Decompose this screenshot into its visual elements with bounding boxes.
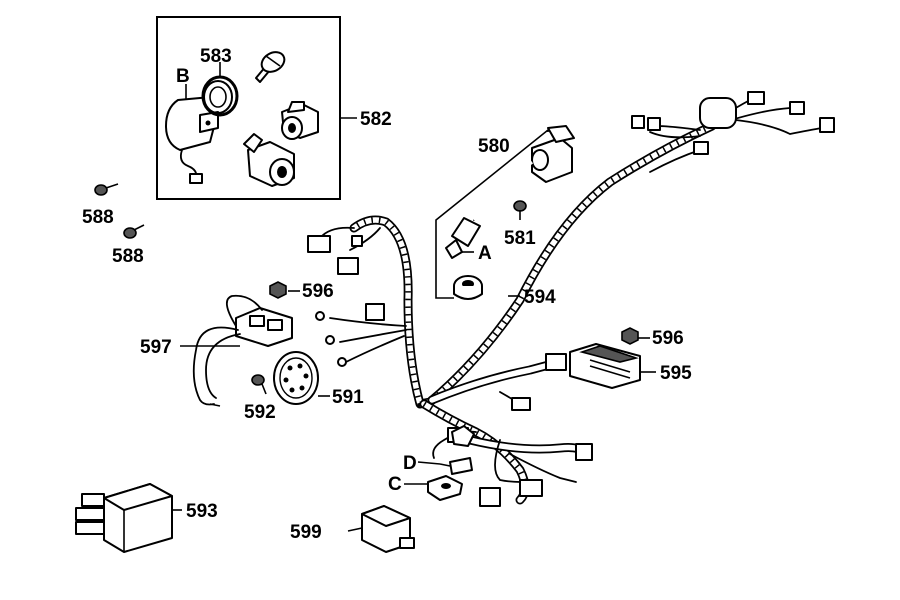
leader-lines — [172, 62, 656, 511]
ground-terminal-part — [451, 425, 475, 447]
ignition-key-part — [255, 51, 286, 83]
main-wiring-harness — [307, 91, 835, 507]
ignition-coil-part — [435, 125, 575, 299]
label-d: D — [403, 453, 417, 474]
bolt-588-lower — [123, 224, 145, 239]
fuse-holder-part — [439, 457, 473, 475]
label-580: 580 — [478, 136, 510, 157]
seat-lock-part — [281, 101, 319, 140]
label-595: 595 — [660, 363, 692, 384]
plug-cap-boot-part — [453, 275, 483, 300]
label-581: 581 — [504, 228, 536, 249]
label-594: 594 — [524, 287, 556, 308]
label-596-left: 596 — [302, 281, 334, 302]
label-582: 582 — [360, 109, 392, 130]
label-a: A — [478, 243, 492, 264]
nut-596-left — [269, 281, 287, 299]
label-593: 593 — [186, 501, 218, 522]
label-597: 597 — [140, 337, 172, 358]
label-599: 599 — [290, 522, 322, 543]
ignition-switch-kit-box — [156, 16, 357, 200]
label-b: B — [176, 66, 190, 87]
fuel-lock-part — [243, 133, 295, 187]
bolt-592 — [251, 374, 267, 395]
ignition-switch-part — [165, 75, 239, 184]
regulator-part — [545, 343, 641, 389]
label-588-lower: 588 — [112, 246, 144, 267]
label-588-upper: 588 — [82, 207, 114, 228]
bolt-588-upper — [94, 183, 119, 196]
label-583: 583 — [200, 46, 232, 67]
label-c: C — [388, 474, 402, 495]
cdi-unit-part — [75, 483, 173, 553]
label-592: 592 — [244, 402, 276, 423]
clamp-part — [427, 475, 463, 501]
nut-596-right — [621, 327, 639, 345]
label-591: 591 — [332, 387, 364, 408]
label-596-right: 596 — [652, 328, 684, 349]
bolt-581 — [513, 200, 527, 220]
relay-unit-part — [192, 294, 293, 407]
flasher-part — [273, 351, 319, 405]
starter-relay-part — [347, 505, 415, 553]
